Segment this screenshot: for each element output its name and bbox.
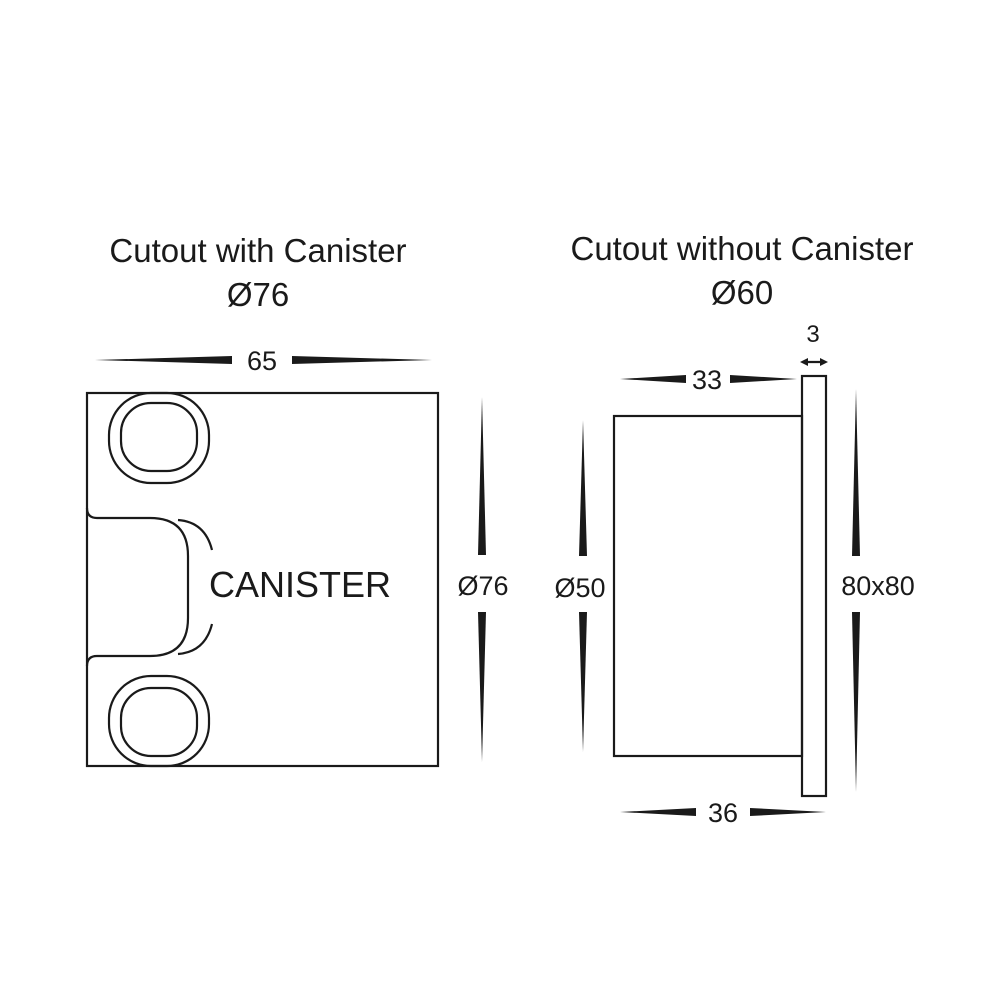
side-profile [612, 374, 828, 798]
face-plate [800, 374, 828, 798]
total-depth-dimension: 36 [620, 798, 826, 828]
canister-outline [85, 391, 440, 768]
right-heading: Cutout without Canister [570, 230, 913, 267]
middle-clip-outer [85, 507, 190, 667]
left-width-arrow-right [292, 356, 432, 364]
left-height-label: Ø76 [457, 571, 508, 601]
left-heading: Cutout with Canister [109, 232, 406, 269]
left-height-arrow-bottom [478, 612, 486, 762]
middle-clip-inner [177, 518, 214, 551]
top-mount-slot-outer [107, 391, 211, 485]
body-depth-dimension: 33 [620, 365, 797, 395]
body-depth-label: 33 [692, 365, 722, 395]
plate-size-dimension: 80x80 [841, 389, 915, 792]
total-depth-arrow-right [750, 808, 826, 816]
left-width-dimension: 65 [95, 346, 432, 376]
canister-label: CANISTER [209, 564, 391, 605]
body-diameter-dimension: Ø50 [554, 420, 606, 752]
total-depth-label: 36 [708, 798, 738, 828]
plate-thickness-dimension: 3 [800, 321, 828, 366]
bottom-mount-slot-outer [107, 674, 211, 768]
body-diameter-label: Ø50 [554, 573, 605, 603]
plate-size-label: 80x80 [841, 571, 915, 601]
plate-thickness-arrow-left [800, 358, 808, 366]
body-depth-arrow-left [620, 375, 686, 383]
left-cutout-diameter: Ø76 [227, 276, 289, 313]
left-width-arrow-left [95, 356, 232, 364]
middle-clip-inner-lower [177, 623, 214, 656]
body-depth-arrow-right [730, 375, 797, 383]
body-diameter-arrow-bottom [579, 612, 587, 752]
top-mount-slot-inner [119, 401, 199, 473]
left-width-label: 65 [247, 346, 277, 376]
plate-thickness-arrow-right [820, 358, 828, 366]
total-depth-arrow-left [620, 808, 696, 816]
plate-size-arrow-top [852, 389, 860, 556]
body-diameter-arrow-top [579, 420, 587, 556]
right-cutout-diameter: Ø60 [711, 274, 773, 311]
left-height-dimension: Ø76 [457, 397, 509, 762]
left-height-arrow-top [478, 397, 486, 555]
bottom-mount-slot-inner [119, 686, 199, 758]
plate-size-arrow-bottom [852, 612, 860, 792]
canister-body: CANISTER [85, 391, 440, 768]
plate-thickness-label: 3 [806, 321, 819, 348]
fitting-body [612, 414, 804, 758]
